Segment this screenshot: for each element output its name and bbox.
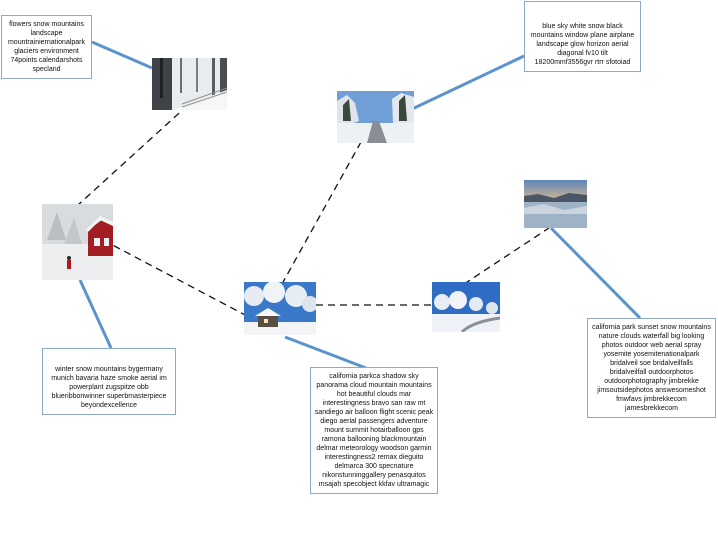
thumb-frozen-lake[interactable] xyxy=(524,180,587,228)
link-label-2 xyxy=(409,54,525,112)
label-node-3: winter snow mountains bygermany munich b… xyxy=(42,348,176,415)
edge-frozen-road-to-lake xyxy=(463,227,550,285)
label-node-1: flowers snow mountains landscape mountra… xyxy=(1,15,92,79)
link-label-5 xyxy=(549,226,642,320)
frosty-cabin-image xyxy=(244,282,316,335)
label-node-2: blue sky white snow black mountains wind… xyxy=(524,1,641,72)
label-node-4: california parkca shadow sky panorama cl… xyxy=(310,367,438,494)
snowy-road-image xyxy=(337,91,414,143)
frozen-road-image xyxy=(432,282,500,332)
thumb-snowy-road[interactable] xyxy=(337,91,414,143)
edge-red-house-to-frosty-cabin xyxy=(102,239,248,317)
edge-snowy-fence-to-red-house xyxy=(77,104,189,206)
red-house-image xyxy=(42,204,113,280)
link-label-4 xyxy=(284,335,367,370)
thumb-frosty-cabin[interactable] xyxy=(244,282,316,335)
edge-snowy-road-to-frosty-cabin xyxy=(281,141,362,285)
snowy-fence-image xyxy=(152,58,227,110)
thumb-frozen-road[interactable] xyxy=(432,282,500,332)
label-node-5: california park sunset snow mountains na… xyxy=(587,318,716,418)
thumb-red-house[interactable] xyxy=(42,204,113,280)
thumb-snowy-fence[interactable] xyxy=(152,58,227,110)
frozen-lake-image xyxy=(524,180,587,228)
link-label-3 xyxy=(78,279,113,349)
link-label-1 xyxy=(91,40,153,70)
